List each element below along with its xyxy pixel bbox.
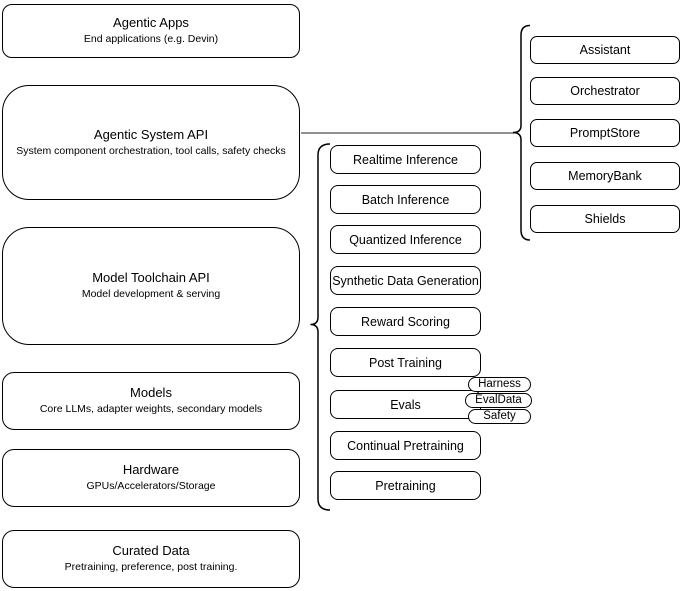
node-label: Shields [584, 212, 626, 226]
node-assistant: Assistant [530, 36, 680, 64]
node-model-toolchain-api: Model Toolchain API Model development & … [2, 227, 300, 345]
node-agentic-apps: Agentic Apps End applications (e.g. Devi… [2, 4, 300, 58]
node-label: Continual Pretraining [347, 438, 464, 453]
node-label: Post Training [369, 355, 442, 370]
node-pretraining: Pretraining [330, 471, 481, 500]
node-label: Pretraining [375, 478, 436, 493]
node-title: Models [130, 385, 172, 401]
node-agentic-system-api: Agentic System API System component orch… [2, 85, 300, 200]
node-label: Realtime Inference [353, 152, 458, 167]
node-title: Hardware [122, 462, 180, 478]
node-shields: Shields [530, 205, 680, 233]
system-brace [512, 24, 531, 241]
node-label: PromptStore [569, 126, 641, 140]
node-curated-data: Curated Data Pretraining, preference, po… [2, 530, 300, 588]
node-post-training: Post Training [330, 348, 481, 377]
node-promptstore: PromptStore [530, 119, 680, 147]
node-realtime-inference: Realtime Inference [330, 145, 481, 174]
toolchain-brace [310, 143, 331, 511]
node-subtitle: Model development & serving [81, 288, 221, 301]
node-reward-scoring: Reward Scoring [330, 307, 481, 336]
node-subtitle: End applications (e.g. Devin) [83, 33, 219, 46]
node-label: Quantized Inference [349, 232, 462, 247]
node-batch-inference: Batch Inference [330, 185, 481, 214]
node-continual-pretraining: Continual Pretraining [330, 431, 481, 460]
node-title: Agentic System API [93, 126, 209, 142]
node-subtitle: GPUs/Accelerators/Storage [86, 480, 216, 493]
pill-label: EvalData [475, 393, 522, 406]
pill-label: Safety [483, 409, 516, 422]
pill-safety: Safety [468, 409, 531, 424]
node-label: Orchestrator [570, 84, 640, 98]
node-subtitle: System component orchestration, tool cal… [16, 144, 286, 157]
node-title: Model Toolchain API [92, 270, 210, 286]
node-label: Evals [390, 397, 421, 412]
node-models: Models Core LLMs, adapter weights, secon… [2, 372, 300, 430]
node-evals: Evals [330, 390, 481, 419]
node-label: Assistant [579, 43, 631, 57]
node-label: Reward Scoring [361, 314, 450, 329]
node-quantized-inference: Quantized Inference [330, 225, 481, 254]
node-label: MemoryBank [568, 169, 642, 183]
node-hardware: Hardware GPUs/Accelerators/Storage [2, 449, 300, 507]
node-synthetic-data-generation: Synthetic Data Generation [330, 266, 481, 295]
node-label: Synthetic Data Generation [332, 273, 479, 288]
pill-harness: Harness [468, 377, 531, 392]
node-subtitle: Pretraining, preference, post training. [64, 561, 238, 574]
node-label: Batch Inference [361, 192, 450, 207]
node-subtitle: Core LLMs, adapter weights, secondary mo… [39, 403, 263, 416]
node-memorybank: MemoryBank [530, 162, 680, 190]
node-title: Agentic Apps [113, 15, 189, 31]
node-title: Curated Data [112, 543, 190, 559]
node-orchestrator: Orchestrator [530, 77, 680, 105]
pill-label: Harness [478, 377, 521, 390]
pill-evaldata: EvalData [465, 393, 532, 408]
